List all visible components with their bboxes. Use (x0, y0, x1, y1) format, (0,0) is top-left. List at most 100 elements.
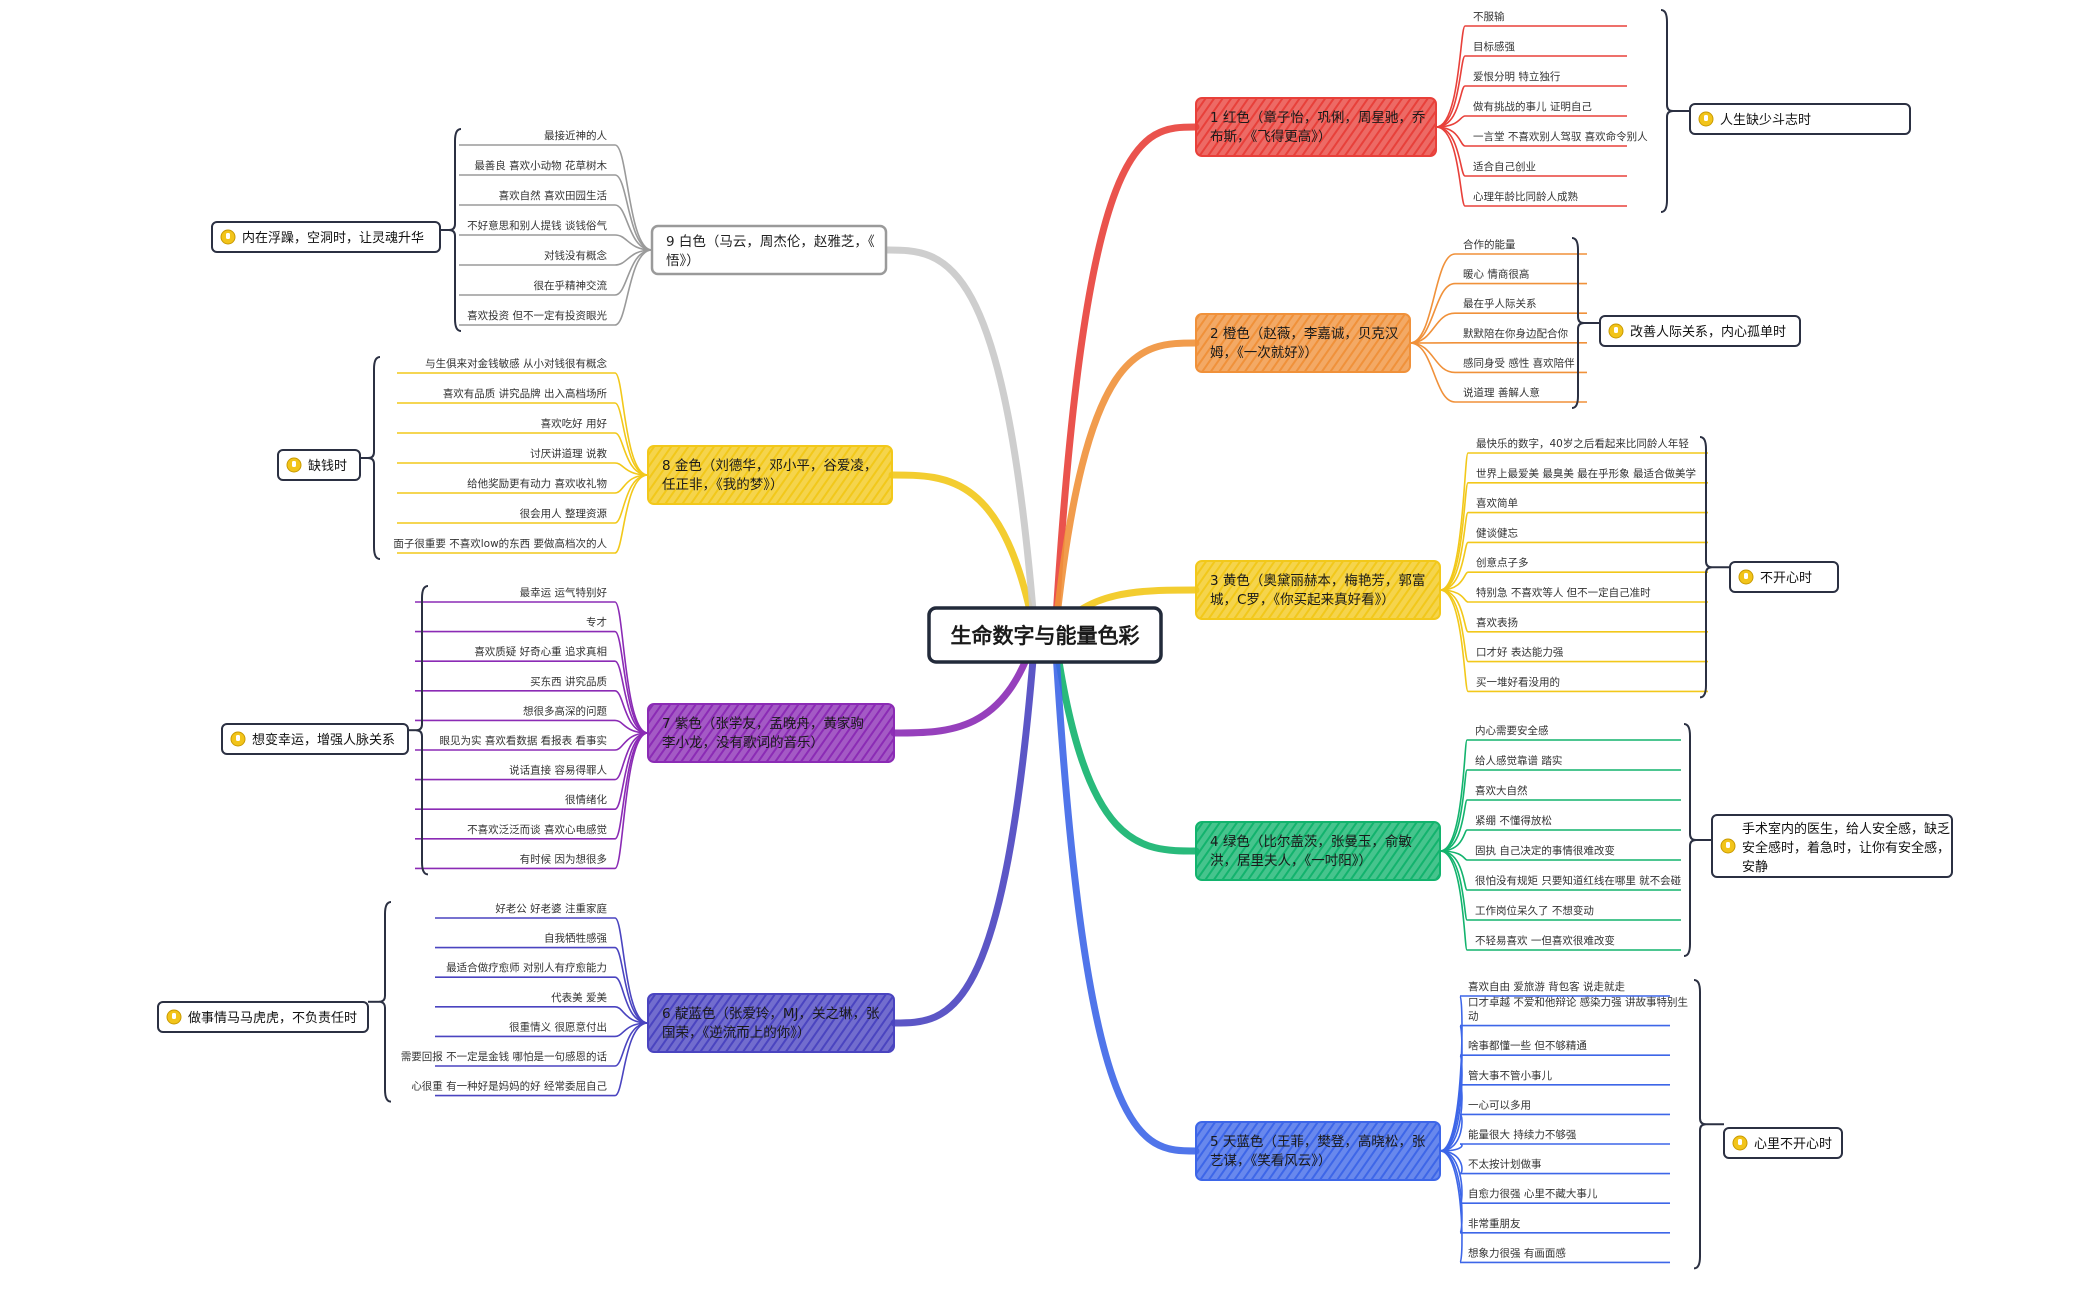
lightbulb-icon (1732, 1135, 1748, 1151)
leaf-connector (1439, 452, 1469, 591)
leaf-item: 喜欢表扬 (1476, 616, 1518, 629)
branch-label-line: 4 绿色（比尔盖茨，张曼玉，俞敏 (1210, 833, 1412, 850)
leaf-item: 自愈力很强 心里不藏大事儿 (1468, 1187, 1598, 1200)
leaf-item: 最幸运 运气特别好 (520, 586, 608, 599)
branch-label-line: 5 天蓝色（王菲，樊登，高晓松，张 (1210, 1133, 1426, 1150)
branch-node-yellow[interactable]: 3 黄色（奥黛丽赫本，梅艳芳，郭富城，C罗，《你买起来真好看》） (1195, 560, 1441, 620)
leaf-item: 工作岗位呆久了 不想变动 (1475, 904, 1594, 917)
branch-label-line: 悟》） (666, 253, 700, 269)
leaf-connector (1409, 282, 1456, 344)
branch-node-green[interactable]: 4 绿色（比尔盖茨，张曼玉，俞敏洪，居里夫人，《一吋阳》） (1195, 821, 1441, 881)
summary-text: 安静 (1742, 860, 1768, 875)
leaf-connector (614, 432, 649, 476)
leaf-item: 内心需要安全感 (1475, 724, 1549, 737)
leaf-connector (1439, 850, 1468, 951)
summary-callout-red[interactable]: 人生缺少斗志时 (1689, 103, 1911, 135)
leaf-item: 不轻易喜欢 一但喜欢很难改变 (1475, 934, 1615, 947)
leaf-item: 心理年龄比同龄人成熟 (1473, 190, 1578, 203)
leaf-item: 眼见为实 喜欢看数据 看报表 看事实 (439, 734, 607, 747)
branch-node-white[interactable]: 9 白色（马云，周杰伦，赵雅芝，《悟》） (650, 224, 888, 276)
leaf-connector (614, 917, 649, 1024)
branch-label-line: 姆，《一次就好》） (1210, 345, 1318, 361)
summary-callout-purple[interactable]: 想变幸运，增强人脉关系 (221, 723, 409, 755)
leaf-item: 很会用人 整理资源 (520, 507, 608, 520)
branch-node-indigo[interactable]: 6 靛蓝色（张爱玲，MJ，关之琳，张国荣，《逆流而上的你》） (647, 993, 895, 1053)
leaf-item: 感同身受 感性 喜欢陪伴 (1463, 356, 1575, 369)
leaf-item: 动 (1468, 1011, 1479, 1023)
branch-label-line: 艺谋，《笑看风云》） (1210, 1153, 1332, 1169)
leaf-connector (614, 402, 649, 476)
branch-label-line: 3 黄色（奥黛丽赫本，梅艳芳，郭富 (1210, 572, 1425, 589)
leaf-connector (614, 372, 649, 476)
lightbulb-icon (1738, 569, 1754, 585)
leaf-connector (614, 660, 649, 734)
summary-callout-white[interactable]: 内在浮躁，空洞时，让灵魂升华 (211, 221, 441, 253)
leaf-connector (614, 249, 653, 326)
summary-bracket (378, 901, 392, 1103)
leaf-item: 默默陪在你身边配合你 (1463, 327, 1568, 340)
leaf-connector (614, 690, 649, 734)
leaf-connector (1439, 799, 1468, 852)
leaf-item: 管大事不管小事儿 (1468, 1069, 1552, 1082)
summary-callout-sky[interactable]: 心里不开心时 (1723, 1127, 1843, 1159)
summary-callout-gold[interactable]: 缺钱时 (277, 449, 361, 481)
summary-bracket (415, 585, 429, 876)
leaf-item: 非常重朋友 (1468, 1217, 1521, 1230)
leaf-item: 一言堂 不喜欢别人驾驭 喜欢命令别人 (1473, 130, 1648, 143)
leaf-item: 暖心 情商很高 (1463, 268, 1529, 281)
leaf-item: 喜欢自由 爱旅游 背包客 说走就走 (1468, 980, 1626, 993)
summary-callout-indigo[interactable]: 做事情马马虎虎，不负责任时 (157, 1001, 369, 1033)
summary-callout-yellow[interactable]: 不开心时 (1729, 561, 1839, 593)
leaf-item: 不好意思和别人提钱 谈钱俗气 (467, 219, 607, 232)
summary-text: 内在浮躁，空洞时，让灵魂升华 (242, 230, 424, 246)
lightbulb-icon (1720, 838, 1736, 854)
leaf-item: 讨厌讲道理 说教 (530, 447, 607, 460)
leaf-connector (1439, 541, 1469, 591)
leaf-item: 不喜欢泛泛而谈 喜欢心电感觉 (467, 823, 607, 836)
leaf-item: 一心可以多用 (1468, 1098, 1531, 1111)
branch-label-line: 2 橙色（赵薇，李嘉诚，贝克汉 (1210, 325, 1399, 342)
branch-connector-purple (890, 631, 1039, 737)
leaf-item: 世界上最爱美 最臭美 最在乎形象 最适合做美学 (1476, 467, 1696, 480)
summary-bracket (1693, 979, 1707, 1270)
branch-label-line: 李小龙，没有歌词的音乐） (662, 734, 824, 751)
summary-callout-orange[interactable]: 改善人际关系，内心孤单时 (1599, 315, 1801, 347)
leaf-item: 买一堆好看没用的 (1476, 675, 1560, 688)
branch-node-gold[interactable]: 8 金色（刘德华，邓小平，谷爱凌，任正非，《我的梦》） (647, 445, 893, 505)
summary-bracket (1660, 9, 1674, 213)
leaf-connector (1435, 55, 1466, 128)
leaf-item: 喜欢质疑 好奇心重 追求真相 (474, 645, 607, 658)
leaf-connector (1439, 589, 1469, 633)
leaf-connector (1439, 1084, 1463, 1152)
branch-connector-green (1051, 631, 1200, 855)
leaf-connector (614, 601, 649, 734)
root-node[interactable]: 生命数字与能量色彩 (927, 606, 1163, 664)
root-title: 生命数字与能量色彩 (951, 624, 1140, 648)
leaf-connector (1435, 85, 1466, 128)
branch-connector-sky (1051, 631, 1200, 1155)
summary-bracket (1699, 436, 1713, 699)
leaf-item: 目标感强 (1473, 40, 1515, 53)
leaf-item: 与生俱来对金钱敏感 从小对钱很有概念 (425, 357, 607, 370)
summary-text: 人生缺少斗志时 (1720, 113, 1811, 128)
branch-node-red[interactable]: 1 红色（章子怡，巩俐，周星驰，乔布斯，《飞得更高》） (1195, 97, 1437, 157)
leaf-connector (1439, 739, 1468, 852)
lightbulb-icon (1608, 323, 1624, 339)
leaf-connector (1439, 1150, 1463, 1264)
branch-connector-white (882, 246, 1039, 639)
branch-node-sky[interactable]: 5 天蓝色（王菲，樊登，高晓松，张艺谋，《笑看风云》） (1195, 1121, 1441, 1181)
leaf-item: 面子很重要 不喜欢low的东西 要做高档次的人 (393, 537, 607, 550)
leaf-item: 很情绪化 (565, 793, 607, 806)
leaf-item: 紧绷 不懂得放松 (1475, 814, 1552, 827)
leaf-item: 专才 (586, 616, 607, 629)
leaf-item: 买东西 讲究品质 (530, 675, 607, 688)
branch-connector-indigo (890, 631, 1039, 1027)
leaf-item: 想很多高深的问题 (523, 704, 607, 717)
leaf-item: 最在乎人际关系 (1463, 297, 1537, 310)
summary-bracket (448, 128, 462, 332)
branch-node-layer: 1 红色（章子怡，巩俐，周星驰，乔布斯，《飞得更高》） 2 橙色（赵薇，李嘉诚，贝… (647, 97, 1441, 1181)
